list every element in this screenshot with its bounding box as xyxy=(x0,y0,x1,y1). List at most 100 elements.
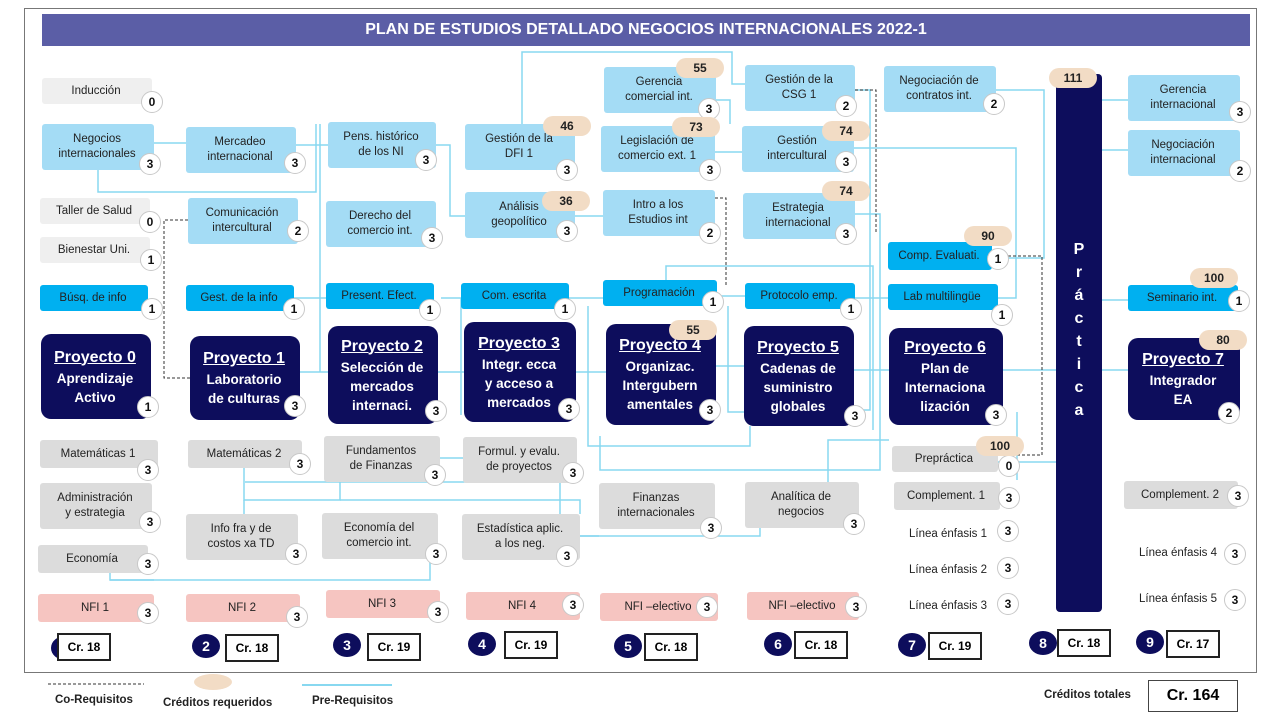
course-comp1: Complement. 1 xyxy=(894,482,1000,510)
semester-number: 6 xyxy=(764,632,792,656)
project-subtitle: Cadenas de suministro globales xyxy=(760,360,836,414)
prerequisite-line xyxy=(340,499,581,514)
required-credits-p4: 55 xyxy=(669,320,717,340)
required-credits-analisis: 36 xyxy=(542,191,590,211)
credit-badge-nfi4: 3 xyxy=(562,594,584,616)
semester-number: 7 xyxy=(898,633,926,657)
semester-number: 3 xyxy=(333,633,361,657)
credit-badge-nfie1: 3 xyxy=(696,596,718,618)
credit-badge-mate2: 3 xyxy=(289,453,311,475)
credit-badge-present: 1 xyxy=(419,299,441,321)
credit-badge-nfi3: 3 xyxy=(427,601,449,623)
corequisite-line xyxy=(163,219,190,379)
semester-credits: Cr. 19 xyxy=(928,632,982,660)
project-title: Proyecto 6 xyxy=(904,339,986,356)
required-credits-seminario: 100 xyxy=(1190,268,1238,288)
course-enf5: Línea énfasis 5 xyxy=(1138,592,1217,605)
legend-required: Créditos requeridos xyxy=(163,697,273,709)
credit-badge-p5: 3 xyxy=(844,405,866,427)
project-subtitle: Selección de mercados internaci. xyxy=(340,359,424,413)
course-mate2: Matemáticas 2 xyxy=(188,440,302,468)
legend-corequisites: Co-Requisitos xyxy=(55,694,133,706)
credit-badge-mercadeo: 3 xyxy=(284,152,306,174)
course-enf4: Línea énfasis 4 xyxy=(1138,546,1217,559)
prerequisite-line xyxy=(97,124,317,193)
credit-badge-enf2: 3 xyxy=(997,557,1019,579)
course-labmul: Lab multilingüe xyxy=(888,284,998,310)
semester-number: 8 xyxy=(1029,631,1057,655)
total-credits: Cr. 164 xyxy=(1148,680,1238,712)
prerequisite-line xyxy=(436,144,465,217)
prerequisite-line xyxy=(827,439,889,482)
required-credits-dfi: 46 xyxy=(543,116,591,136)
credit-badge-taller: 0 xyxy=(139,211,161,233)
prerequisite-line xyxy=(110,559,431,581)
course-legis: Legislación de comercio ext. 1 xyxy=(601,126,715,172)
required-credits-prepractica: 100 xyxy=(976,436,1024,456)
project-p6: Proyecto 6 Plan de Internaciona lización xyxy=(889,328,1003,425)
course-negocios: Negocios internacionales xyxy=(42,124,154,170)
prerequisite-line xyxy=(715,99,731,124)
prerequisite-line xyxy=(580,528,761,537)
course-seminario: Seminario int. xyxy=(1128,285,1238,311)
legend-prerequisites: Pre-Requisitos xyxy=(312,695,394,707)
course-busq: Búsq. de info xyxy=(40,285,148,311)
course-negint: Negociación internacional xyxy=(1128,130,1240,176)
practica-bar xyxy=(1056,74,1102,612)
credit-badge-p3: 3 xyxy=(558,398,580,420)
course-comunicacion: Comunicación intercultural xyxy=(188,198,298,244)
course-formul: Formul. y evalu. de proyectos xyxy=(463,437,577,483)
credit-badge-prepractica: 0 xyxy=(998,455,1020,477)
course-enf1: Línea énfasis 1 xyxy=(908,527,987,540)
credit-badge-enf1: 3 xyxy=(997,520,1019,542)
project-title: Proyecto 7 xyxy=(1142,351,1224,368)
credit-badge-p0: 1 xyxy=(137,396,159,418)
credit-badge-finint: 3 xyxy=(700,517,722,539)
semester-credits: Cr. 18 xyxy=(57,633,111,661)
course-induccion: Inducción xyxy=(42,78,152,104)
credit-badge-analisis: 3 xyxy=(556,220,578,242)
credit-badge-estrategia: 3 xyxy=(835,223,857,245)
course-finint: Finanzas internacionales xyxy=(599,483,715,529)
course-enf2: Línea énfasis 2 xyxy=(908,563,987,576)
prerequisite-line xyxy=(727,306,744,413)
prerequisite-line xyxy=(441,297,462,415)
prerequisite-line xyxy=(587,306,751,447)
course-nfi1: NFI 1 xyxy=(38,594,154,622)
credit-badge-legis: 3 xyxy=(699,159,721,181)
project-title: Proyecto 5 xyxy=(757,338,839,356)
credit-badge-p6: 3 xyxy=(985,404,1007,426)
project-subtitle: Integr. ecca y acceso a mercados xyxy=(481,356,557,410)
required-credits-practica: 111 xyxy=(1049,68,1097,88)
credit-badge-economia: 3 xyxy=(137,553,159,575)
semester-credits: Cr. 18 xyxy=(644,633,698,661)
credit-badge-formul: 3 xyxy=(562,462,584,484)
course-negcont: Negociación de contratos int. xyxy=(884,66,996,112)
semester-credits: Cr. 18 xyxy=(225,634,279,662)
credit-badge-nfie2: 3 xyxy=(845,596,867,618)
plan-frame xyxy=(24,8,1257,673)
required-credits-compeval: 90 xyxy=(964,226,1012,246)
credit-badge-csg: 2 xyxy=(835,95,857,117)
credit-badge-p7: 2 xyxy=(1218,402,1240,424)
project-p5: Proyecto 5 Cadenas de suministro globales xyxy=(744,326,854,426)
practica-letter: i xyxy=(1076,356,1082,373)
credit-badge-comescrita: 1 xyxy=(554,298,576,320)
semester-credits: Cr. 17 xyxy=(1166,630,1220,658)
course-taller: Taller de Salud xyxy=(40,198,150,224)
prerequisite-line xyxy=(521,51,745,124)
project-title: Proyecto 0 xyxy=(54,348,136,366)
project-subtitle: Plan de Internaciona lización xyxy=(904,361,986,414)
required-credits-gercom: 55 xyxy=(676,58,724,78)
practica-letter: á xyxy=(1074,287,1084,304)
credit-badge-p2: 3 xyxy=(425,400,447,422)
semester-credits: Cr. 19 xyxy=(367,633,421,661)
course-present: Present. Efect. xyxy=(326,283,434,309)
semester-credits: Cr. 19 xyxy=(504,631,558,659)
credit-badge-negcont: 2 xyxy=(983,93,1005,115)
credit-badge-nfi2: 3 xyxy=(286,606,308,628)
credit-badge-induccion: 0 xyxy=(141,91,163,113)
